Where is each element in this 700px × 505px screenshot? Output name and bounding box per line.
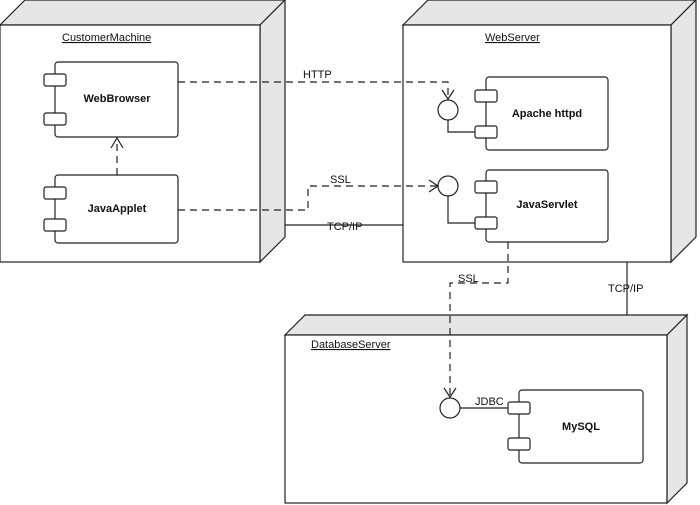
component-mysql: MySQL xyxy=(507,389,644,464)
interface-stem xyxy=(447,120,475,133)
component-box xyxy=(485,76,609,151)
arrowhead xyxy=(428,179,440,193)
component-title: WebBrowser xyxy=(83,93,151,105)
node-top-face xyxy=(401,0,697,26)
component-tab xyxy=(43,73,67,87)
ssl-label: SSL xyxy=(458,273,479,285)
jdbc-label: JDBC xyxy=(475,396,504,408)
component-tab xyxy=(43,218,67,232)
component-tab xyxy=(43,112,67,126)
component-webbrowser: WebBrowser xyxy=(43,61,179,138)
node-top-face xyxy=(0,0,286,26)
http-dependency xyxy=(178,81,449,98)
node-title: WebServer xyxy=(485,32,540,44)
http-label: HTTP xyxy=(303,69,332,81)
component-tab xyxy=(43,186,67,200)
component-tab xyxy=(507,401,531,415)
interface-circle xyxy=(437,175,459,197)
component-title: Apache httpd xyxy=(512,108,582,120)
component-title: JavaServlet xyxy=(516,199,577,211)
node-title: CustomerMachine xyxy=(62,32,151,44)
node-title: DatabaseServer xyxy=(311,339,391,351)
component-tab xyxy=(507,437,531,451)
ssl-label: SSL xyxy=(330,174,351,186)
arrowhead xyxy=(110,136,124,149)
interface-circle xyxy=(439,397,461,419)
component-title: JavaApplet xyxy=(88,203,147,215)
node-top-face xyxy=(283,314,689,336)
arrowhead xyxy=(441,89,455,101)
tcpip-label: TCP/IP xyxy=(327,221,362,233)
component-tab xyxy=(474,216,498,230)
component-tab xyxy=(474,89,498,103)
ssl-dependency xyxy=(178,185,437,211)
component-title: MySQL xyxy=(562,421,600,433)
arrowhead xyxy=(443,387,457,399)
component-apache-httpd: Apache httpd xyxy=(474,76,609,151)
node-side-face xyxy=(259,0,286,264)
node-side-face xyxy=(666,313,688,505)
interface-circle xyxy=(437,99,459,121)
interface-stem xyxy=(447,196,475,224)
component-box xyxy=(485,169,609,243)
component-box xyxy=(518,389,644,464)
component-tab xyxy=(474,125,498,139)
component-javaapplet: JavaApplet xyxy=(43,174,179,244)
component-javaservlet: JavaServlet xyxy=(474,169,609,243)
tcpip-label: TCP/IP xyxy=(608,283,643,295)
component-box xyxy=(54,61,179,138)
node-side-face xyxy=(670,0,697,264)
component-tab xyxy=(474,180,498,194)
